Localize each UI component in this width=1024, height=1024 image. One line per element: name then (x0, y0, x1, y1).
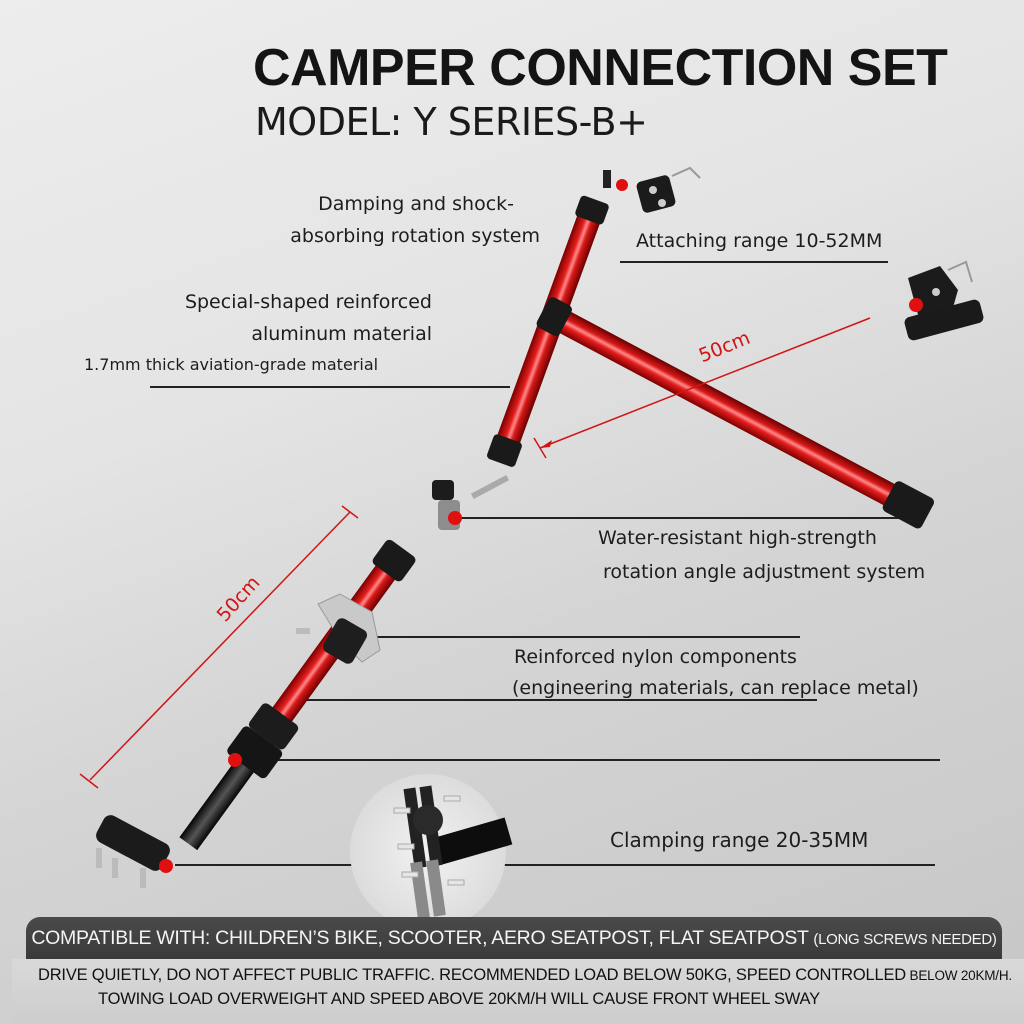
compatibility-text: COMPATIBLE WITH: CHILDREN’S BIKE, SCOOTE… (31, 927, 809, 949)
central-joint (432, 480, 462, 530)
compatibility-banner: COMPATIBLE WITH: CHILDREN’S BIKE, SCOOTE… (26, 917, 1002, 959)
top-clamp (603, 166, 701, 213)
leader-lines (150, 261, 940, 866)
right-arm-cap-end (536, 297, 572, 336)
warning-line1: DRIVE QUIETLY, DO NOT AFFECT PUBLIC TRAF… (38, 966, 1012, 985)
callout-rotation-line1: Water-resistant high-strength (598, 527, 877, 549)
bottom-clamp (96, 815, 173, 888)
callout-clamping: Clamping range 20-35MM (610, 828, 869, 852)
upper-arm-cap-bottom (487, 434, 522, 467)
callout-damping-line1: Damping and shock- (318, 193, 514, 215)
bracket (296, 593, 381, 664)
callout-aluminum: Special-shaped reinforced aluminum mater… (60, 286, 432, 350)
warning-line1-small: BELOW 20KM/H. (905, 968, 1013, 983)
dimension-lower (79, 505, 359, 789)
callout-aluminum-line2: aluminum material (251, 323, 432, 345)
page-title: CAMPER CONNECTION SET (253, 39, 948, 97)
callout-attaching: Attaching range 10-52MM (636, 230, 883, 252)
lower-arm-knob-1 (248, 703, 299, 750)
callout-rotation-line2: rotation angle adjustment system (603, 561, 926, 583)
marker-dot (616, 179, 628, 191)
callout-aluminum-line1: Special-shaped reinforced (184, 291, 432, 313)
lower-arm-knob-2 (227, 726, 283, 779)
marker-dot (228, 753, 242, 767)
lower-arm-cap-top (372, 539, 416, 582)
model-subtitle: MODEL: Y SERIES-B+ (255, 100, 648, 144)
dimension-upper (533, 317, 871, 459)
marker-dot (448, 511, 462, 525)
right-arm-cap-joint (882, 481, 934, 529)
callout-damping-line2: absorbing rotation system (290, 225, 540, 247)
right-arm (470, 297, 934, 529)
callout-nylon-line2: (engineering materials, can replace meta… (512, 677, 919, 699)
callout-aluminum-line3: 1.7mm thick aviation-grade material (84, 355, 379, 374)
marker-dot (159, 859, 173, 873)
callout-nylon-line1: Reinforced nylon components (514, 646, 797, 668)
right-arm-tube (547, 305, 913, 515)
marker-dot (909, 298, 923, 312)
callout-damping: Damping and shock- absorbing rotation sy… (250, 188, 540, 252)
warning-line1-main: DRIVE QUIETLY, DO NOT AFFECT PUBLIC TRAF… (38, 966, 906, 984)
compatibility-note: (LONG SCREWS NEEDED) (813, 931, 997, 948)
upper-arm-cap-top (575, 195, 609, 225)
warning-strip (12, 959, 1024, 1024)
warning-line2: TOWING LOAD OVERWEIGHT AND SPEED ABOVE 2… (98, 990, 820, 1008)
clamp-detail-inset (350, 774, 513, 930)
right-clamp (904, 260, 984, 341)
